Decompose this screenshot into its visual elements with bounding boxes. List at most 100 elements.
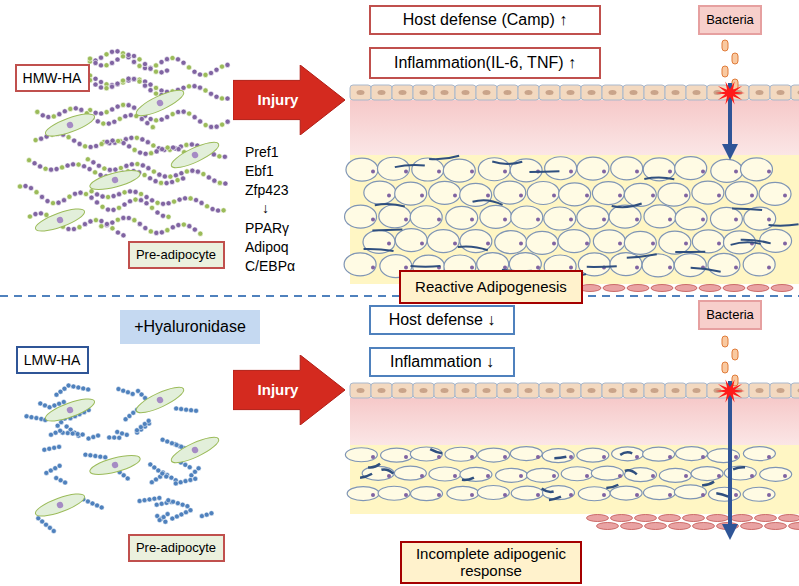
effect-box: Inflammation ↓: [369, 347, 515, 377]
cell-nucleus: [503, 266, 507, 270]
bacterium: [722, 362, 728, 373]
ha-bead: [160, 213, 165, 218]
muscle-fibre: [693, 523, 715, 530]
ha-bead: [175, 501, 180, 506]
ha-bead: [112, 435, 117, 440]
cell-nucleus: [750, 194, 754, 198]
cell-nucleus: [651, 90, 659, 95]
ha-bead: [197, 72, 202, 77]
ha-bead: [130, 391, 135, 396]
gene-label: C/EBPα: [245, 259, 295, 274]
ha-bead: [78, 190, 83, 195]
adipocyte: [710, 207, 742, 230]
cell-nucleus: [462, 90, 470, 95]
ha-thread: [473, 200, 503, 205]
epidermis-cell: [518, 85, 539, 100]
ha-bead: [159, 117, 164, 122]
ha-bead: [175, 57, 180, 62]
ha-bead: [164, 68, 169, 73]
ha-bead: [173, 173, 178, 178]
ha-bead: [128, 112, 133, 117]
ha-bead: [85, 157, 90, 162]
ha-bead: [104, 63, 109, 68]
ha-bead: [126, 103, 131, 108]
adipocyte: [545, 157, 577, 180]
ha-bead: [121, 388, 126, 393]
ha-bead: [125, 390, 130, 395]
ha-thread: [529, 170, 559, 173]
cell-nucleus: [378, 90, 386, 95]
bacterial-invasion: [715, 336, 745, 532]
ha-bead: [193, 476, 198, 481]
ha-bead: [127, 199, 132, 204]
ha-bead: [61, 198, 66, 203]
adipocyte: [395, 182, 427, 205]
epidermis-cell: [350, 85, 371, 100]
cell-nucleus: [420, 242, 424, 246]
ha-bead: [165, 228, 170, 233]
ha-bead: [131, 77, 136, 82]
adipocyte: [460, 467, 492, 481]
bacterium: [732, 349, 738, 360]
adipocyte: [395, 229, 427, 252]
ha-bead: [171, 145, 176, 150]
ha-bead: [88, 144, 93, 149]
ha-bead: [170, 55, 175, 60]
ha-bead: [199, 200, 204, 205]
ha-bead: [173, 481, 178, 486]
cell-body: [33, 490, 87, 521]
muscle-fibre: [675, 285, 697, 292]
cell-nucleus: [420, 90, 428, 95]
cell-nucleus: [470, 493, 474, 497]
ha-bead: [198, 231, 203, 236]
ha-bead: [159, 70, 164, 75]
muscle-fibre: [645, 523, 667, 530]
ha-bead: [93, 60, 98, 65]
ha-bead: [94, 143, 99, 148]
ha-bead: [98, 79, 103, 84]
cell-nucleus: [798, 90, 799, 95]
ha-fragment: [462, 478, 474, 480]
cell-nucleus: [420, 388, 428, 393]
muscle-fibre: [771, 285, 793, 292]
adipocyte: [578, 253, 610, 276]
ha-bead: [115, 217, 120, 222]
adipocyte: [592, 182, 624, 205]
ha-bead: [88, 219, 93, 224]
ha-bead: [199, 514, 204, 519]
ha-bead: [116, 387, 121, 392]
cell-nucleus: [404, 455, 408, 459]
cell-body: [168, 138, 221, 173]
penetration-arrow: [728, 381, 732, 532]
cell-nucleus: [783, 194, 787, 198]
ha-bead: [145, 140, 150, 145]
ha-bead: [126, 215, 131, 220]
cell-nucleus: [56, 501, 64, 509]
cell-nucleus: [668, 266, 672, 270]
ha-bead: [88, 453, 93, 458]
bacterium: [722, 40, 728, 51]
adipocyte: [558, 230, 590, 253]
muscle-fibre: [597, 523, 619, 530]
ha-bead: [150, 125, 155, 130]
ha-bead: [185, 504, 190, 509]
cell-nucleus: [483, 388, 491, 393]
ha-bead: [76, 162, 81, 167]
epidermis-cell: [770, 383, 791, 398]
ha-bead: [225, 96, 230, 101]
ha-bead: [76, 385, 81, 390]
adipocyte: [364, 181, 396, 204]
cell-nucleus: [602, 170, 606, 174]
cell-nucleus: [552, 474, 556, 478]
adipocyte: [612, 447, 644, 461]
adipocyte: [344, 253, 376, 276]
ha-bead: [117, 435, 122, 440]
ha-bead: [137, 498, 142, 503]
ha-bead: [134, 135, 139, 140]
ha-bead: [27, 214, 32, 219]
cell-body: [88, 452, 142, 479]
ha-fragment: [360, 474, 372, 478]
ha-bead: [145, 120, 150, 125]
ha-bead: [159, 230, 164, 235]
cell-nucleus: [503, 455, 507, 459]
